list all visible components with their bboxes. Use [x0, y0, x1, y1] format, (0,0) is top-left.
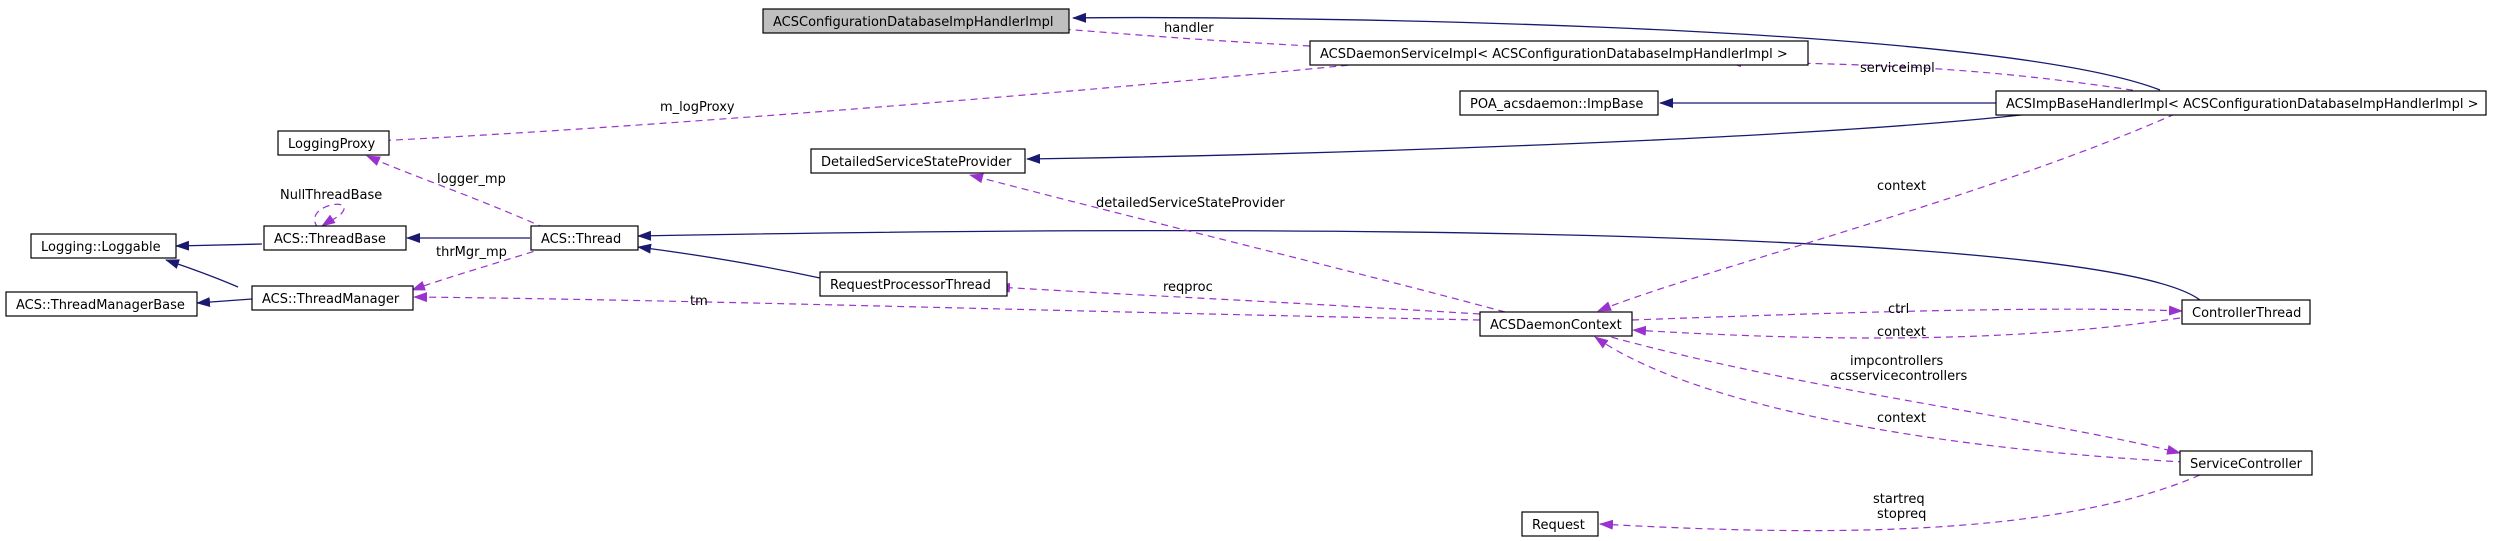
edge-implbase-to-dssp: [1026, 113, 2031, 164]
svg-text:ACSImpBaseHandlerImpl< ACSConf: ACSImpBaseHandlerImpl< ACSConfigurationD…: [2006, 97, 2478, 112]
node-controller-thread[interactable]: ControllerThread: [2181, 299, 2311, 325]
svg-text:ACS::ThreadManagerBase: ACS::ThreadManagerBase: [16, 298, 185, 313]
svg-text:Request: Request: [1532, 518, 1585, 533]
svg-text:ACS::ThreadBase: ACS::ThreadBase: [274, 232, 386, 247]
label-context-ctrl: context: [1877, 325, 1926, 340]
node-acs-thread-manager-base[interactable]: ACS::ThreadManagerBase: [5, 291, 198, 317]
label-context-sc: context: [1877, 411, 1926, 426]
edge-threadmanager-to-loggable: [165, 259, 239, 288]
inheritance-edges: [165, 12, 2201, 308]
node-poa-acsdaemon-impbase[interactable]: POA_acsdaemon::ImpBase: [1459, 90, 1659, 116]
label-acsservicecontrollers: acsservicecontrollers: [1830, 369, 1967, 384]
svg-text:ControllerThread: ControllerThread: [2192, 306, 2301, 321]
svg-text:ACSDaemonServiceImpl< ACSConfi: ACSDaemonServiceImpl< ACSConfigurationDa…: [1320, 47, 1788, 62]
label-stopreq: stopreq: [1877, 507, 1926, 522]
node-acs-thread-base[interactable]: ACS::ThreadBase: [263, 225, 407, 251]
node-request[interactable]: Request: [1521, 511, 1599, 537]
node-logging-loggable[interactable]: Logging::Loggable: [30, 233, 177, 259]
svg-text:ACSDaemonContext: ACSDaemonContext: [1490, 318, 1622, 333]
label-m-logproxy: m_logProxy: [660, 100, 735, 115]
svg-text:DetailedServiceStateProvider: DetailedServiceStateProvider: [821, 155, 1012, 170]
label-impcontrollers: impcontrollers: [1850, 354, 1944, 369]
label-tm: tm: [690, 294, 708, 309]
label-serviceimpl: serviceimpl: [1860, 61, 1935, 76]
node-acs-imp-base-handler-impl[interactable]: ACSImpBaseHandlerImpl< ACSConfigurationD…: [1995, 90, 2487, 116]
edge-context-ctrl: [1632, 317, 2181, 339]
edge-impcontrollers: [1599, 333, 2181, 455]
edge-reqproc-to-thread: [637, 243, 821, 279]
edge-context-top: [1597, 113, 2176, 312]
edge-controllerthread-to-thread: [637, 230, 2201, 301]
label-startreq: startreq: [1873, 492, 1925, 507]
edge-serviceimpl: [1727, 57, 2146, 93]
node-service-controller[interactable]: ServiceController: [2179, 450, 2313, 476]
svg-text:LoggingProxy: LoggingProxy: [288, 137, 375, 152]
edge-context-sc: [1594, 336, 2186, 463]
edge-startreq: [1599, 474, 2201, 532]
label-detailed-ssp: detailedServiceStateProvider: [1096, 196, 1285, 211]
node-detailed-service-state-provider[interactable]: DetailedServiceStateProvider: [810, 148, 1026, 174]
edge-tm: [413, 292, 1481, 321]
node-acs-thread-manager[interactable]: ACS::ThreadManager: [251, 285, 414, 311]
svg-text:POA_acsdaemon::ImpBase: POA_acsdaemon::ImpBase: [1470, 97, 1643, 112]
edge-m-logproxy: [374, 63, 1361, 146]
node-acs-daemon-context[interactable]: ACSDaemonContext: [1479, 311, 1633, 337]
label-handler: handler: [1164, 21, 1214, 36]
edge-handler: [1049, 24, 1311, 47]
svg-text:RequestProcessorThread: RequestProcessorThread: [830, 278, 991, 293]
edge-detailed-ssp: [969, 173, 1506, 313]
edge-null-thread-base: [314, 203, 345, 229]
edge-ctrl: [1631, 305, 2183, 321]
svg-text:Logging::Loggable: Logging::Loggable: [41, 240, 161, 255]
label-context-top: context: [1877, 179, 1926, 194]
label-null-thread-base: NullThreadBase: [280, 188, 382, 203]
edge-threadmanager-to-managerbase: [196, 297, 253, 308]
svg-text:ACS::Thread: ACS::Thread: [541, 232, 621, 247]
edge-logger-mp: [366, 155, 546, 229]
label-thr-mgr-mp: thrMgr_mp: [436, 245, 507, 260]
edge-labels: handler serviceimpl m_logProxy logger_mp…: [280, 21, 1967, 522]
label-ctrl: ctrl: [1888, 302, 1909, 317]
svg-text:ACS::ThreadManager: ACS::ThreadManager: [262, 292, 400, 307]
svg-text:ServiceController: ServiceController: [2190, 457, 2303, 472]
node-acs-thread[interactable]: ACS::Thread: [530, 225, 639, 251]
node-acs-daemon-service-impl[interactable]: ACSDaemonServiceImpl< ACSConfigurationDa…: [1309, 40, 1809, 66]
svg-text:ACSConfigurationDatabaseImpHan: ACSConfigurationDatabaseImpHandlerImpl: [773, 15, 1053, 30]
label-logger-mp: logger_mp: [437, 172, 506, 187]
edge-reqproc: [996, 282, 1481, 315]
node-logging-proxy[interactable]: LoggingProxy: [277, 130, 390, 156]
label-reqproc: reqproc: [1163, 280, 1213, 295]
node-request-processor-thread[interactable]: RequestProcessorThread: [819, 271, 1008, 297]
node-acs-configuration-database-imp-handler-impl[interactable]: ACSConfigurationDatabaseImpHandlerImpl: [762, 8, 1070, 34]
edge-thr-mgr-mp: [411, 247, 546, 291]
edge-threadbase-to-loggable: [175, 240, 263, 251]
edge-implbase-to-acsconfigdb: [1072, 12, 2161, 91]
